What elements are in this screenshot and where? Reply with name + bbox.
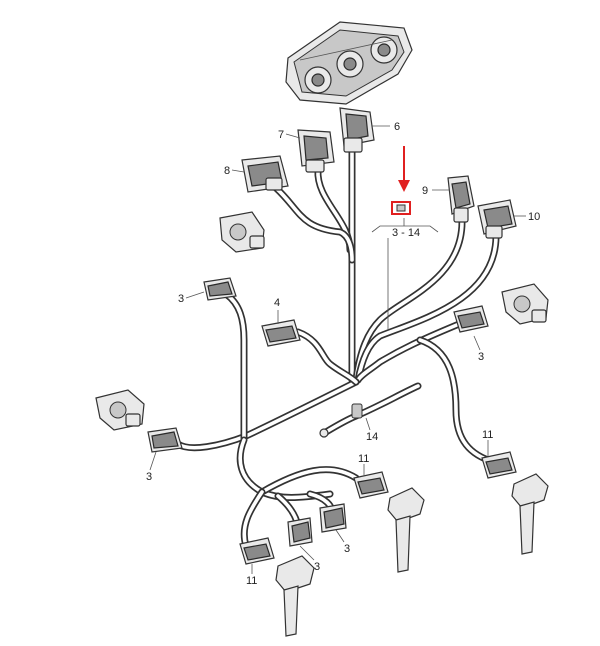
servo-motor-left [95, 389, 145, 431]
callout-4: 4 [274, 297, 280, 309]
servo-motor-upper-left [219, 211, 265, 253]
callout-3-right: 3 [478, 351, 484, 363]
connector-7 [297, 129, 335, 173]
connector-3-left-bottom [147, 427, 183, 453]
connector-4 [261, 319, 301, 347]
callout-3-left-top: 3 [178, 293, 184, 305]
callout-3-left-bottom: 3 [146, 471, 152, 483]
callout-11-center: 11 [358, 453, 369, 465]
callout-8: 8 [224, 165, 230, 177]
callout-9: 9 [422, 185, 428, 197]
callout-labels: 3 4 3 8 7 6 9 10 3 - 14 3 14 11 11 3 3 1… [146, 121, 540, 587]
harness-wires [174, 144, 500, 550]
sensor-bottom [275, 555, 315, 637]
servo-motor-right [501, 283, 549, 325]
sensor-right [511, 473, 549, 555]
climate-control-panel [285, 21, 413, 105]
callout-14: 14 [366, 431, 378, 443]
connector-11-bottom [239, 537, 275, 565]
connector-3-right [453, 305, 489, 333]
connector-10 [477, 199, 517, 239]
callout-3-bottom-b: 3 [344, 543, 350, 555]
sensor-center [387, 487, 425, 573]
connector-11-right [481, 451, 517, 479]
callout-11-right: 11 [482, 429, 493, 441]
connector-6 [339, 107, 375, 153]
callout-3-bottom-a: 3 [314, 561, 320, 573]
connector-11-center [353, 471, 389, 499]
connector-9 [447, 175, 475, 223]
callout-7: 7 [278, 129, 284, 141]
callout-6: 6 [394, 121, 400, 133]
connector-3-bottom-b [319, 503, 347, 533]
callout-3-14-range: 3 - 14 [392, 227, 420, 239]
highlight-marker [391, 146, 411, 215]
connector-3-bottom-a [287, 517, 313, 547]
connector-8 [241, 155, 289, 193]
connector-3-left-top [203, 277, 237, 301]
leader-lines [149, 125, 526, 574]
callout-10: 10 [528, 211, 540, 223]
callout-11-bottom: 11 [246, 575, 257, 587]
